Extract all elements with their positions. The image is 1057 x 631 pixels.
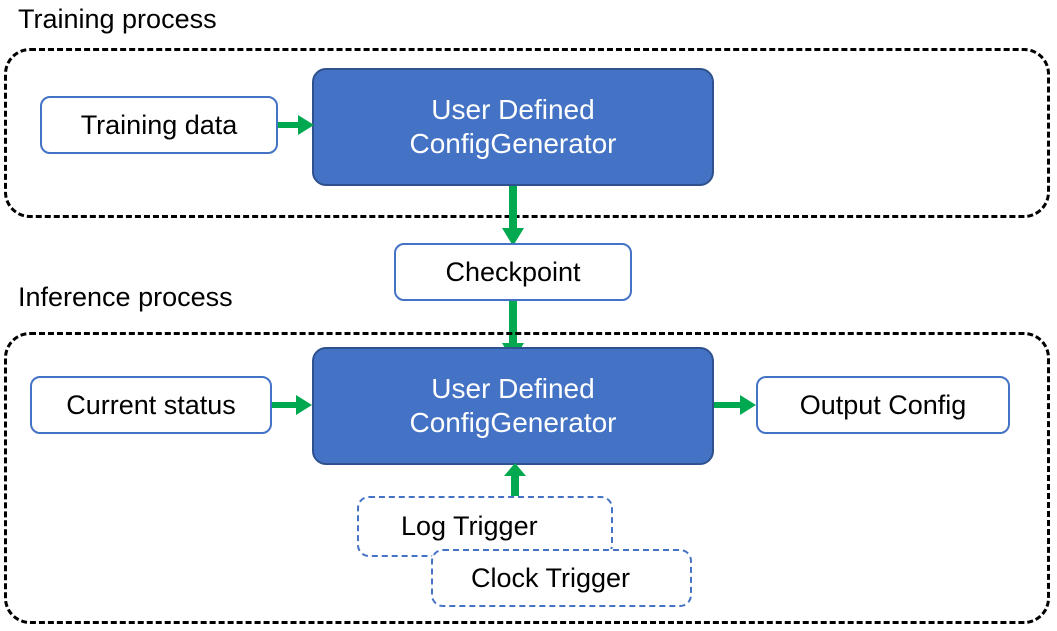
- node-log-trigger[interactable]: Log Trigger: [357, 496, 613, 557]
- training-process-caption: Training process: [18, 4, 217, 34]
- node-inference-config-generator-line2: ConfigGenerator: [409, 407, 617, 438]
- node-training-data[interactable]: Training data: [40, 96, 278, 154]
- node-inference-config-generator-line1: User Defined: [431, 372, 595, 404]
- inference-process-caption: Inference process: [18, 282, 233, 312]
- node-output-config[interactable]: Output Config: [756, 376, 1010, 434]
- node-inference-config-generator-label: User Defined ConfigGenerator: [409, 372, 616, 440]
- node-training-config-generator[interactable]: User Defined ConfigGenerator: [312, 68, 714, 186]
- node-current-status[interactable]: Current status: [30, 376, 272, 434]
- node-inference-config-generator[interactable]: User Defined ConfigGenerator: [312, 347, 714, 465]
- node-training-data-label: Training data: [80, 109, 238, 140]
- inference-process-container: [4, 332, 1050, 624]
- node-training-config-generator-label: User Defined ConfigGenerator: [409, 93, 616, 161]
- node-current-status-label: Current status: [66, 389, 236, 420]
- node-checkpoint-label: Checkpoint: [445, 256, 581, 287]
- node-training-config-generator-line1: User Defined: [431, 93, 595, 125]
- node-training-config-generator-line2: ConfigGenerator: [409, 128, 617, 159]
- node-clock-trigger[interactable]: Clock Trigger: [431, 549, 692, 607]
- node-checkpoint[interactable]: Checkpoint: [394, 243, 632, 301]
- node-log-trigger-label: Log Trigger: [401, 511, 538, 541]
- training-process-container: [4, 48, 1050, 218]
- node-output-config-label: Output Config: [799, 389, 967, 420]
- node-clock-trigger-label: Clock Trigger: [471, 562, 631, 593]
